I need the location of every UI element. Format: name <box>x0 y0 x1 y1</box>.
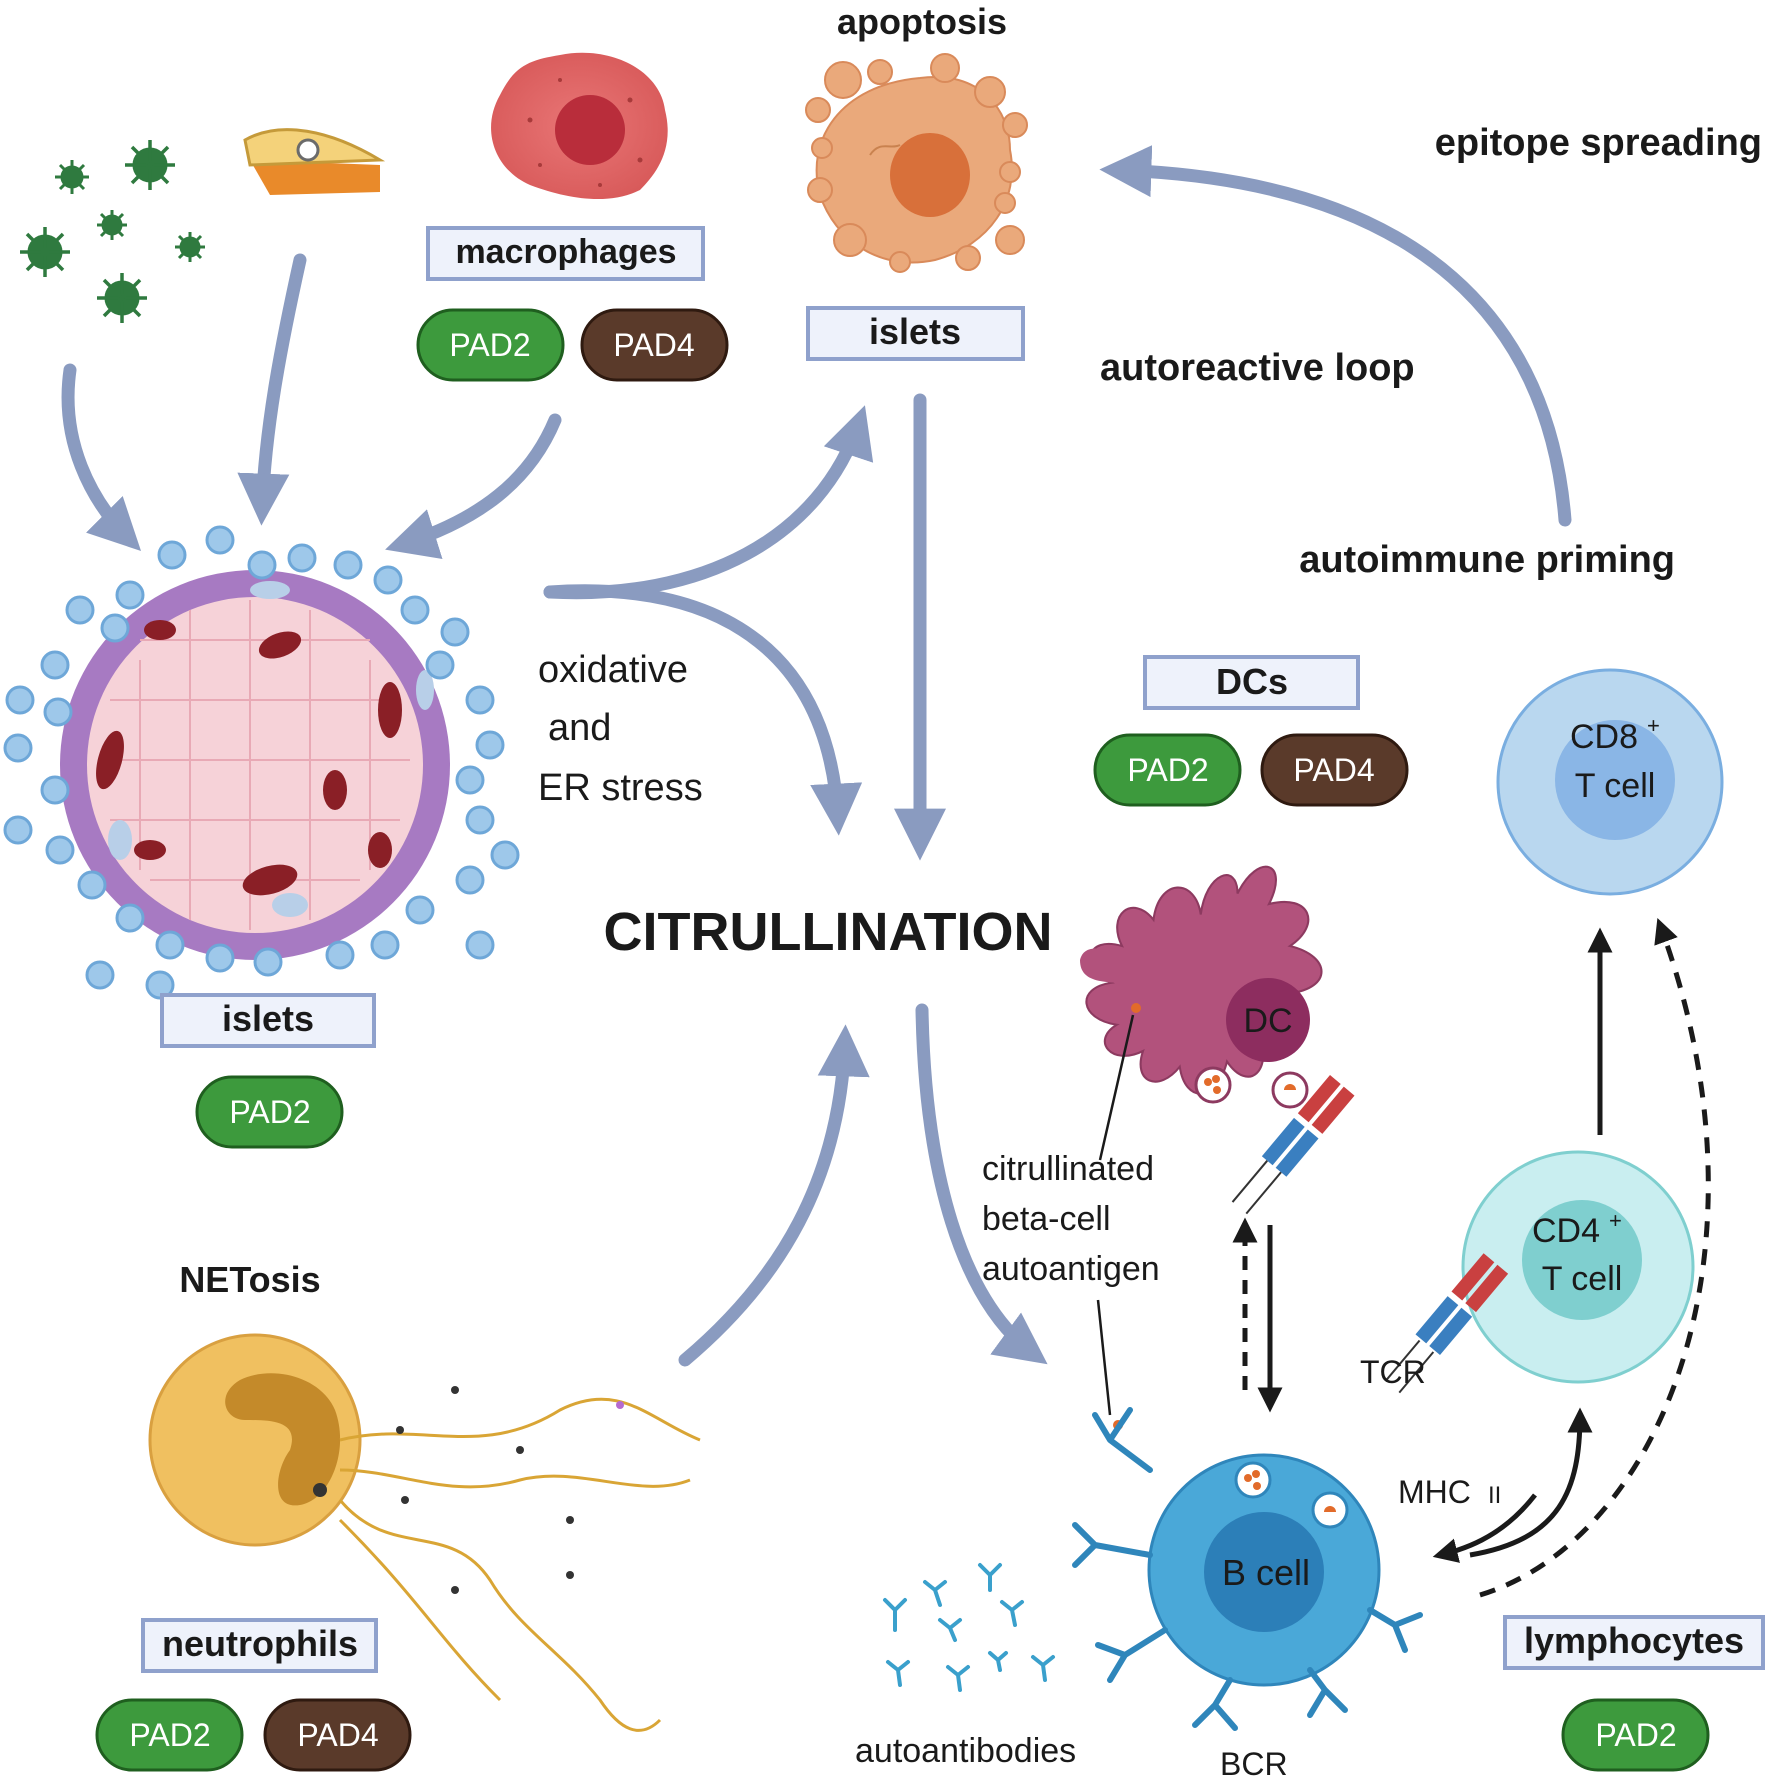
pad2-pill-lymphocytes: PAD2 <box>1561 1698 1710 1772</box>
arrow-split-to-citrullination <box>543 584 863 836</box>
pad2-pill-dcs: PAD2 <box>1093 733 1242 807</box>
macrophages-label: macrophages <box>455 233 676 271</box>
pad2-pill-neutrophils: PAD2 <box>95 1698 244 1772</box>
islets-left-box: islets <box>160 993 376 1048</box>
dc-label: DC <box>1243 1002 1292 1040</box>
arrow-citrullination-to-bcell <box>915 1003 1048 1365</box>
b-cell-icon <box>1113 1420 1381 1687</box>
cd4-sup-label: + <box>1609 1208 1622 1233</box>
dendritic-cell-icon <box>1080 865 1323 1109</box>
pad2-pill-islets: PAD2 <box>195 1075 344 1149</box>
apoptotic-cell-icon <box>805 53 1028 273</box>
epitope-spreading-label: epitope spreading <box>1435 122 1762 164</box>
arrow-macrophages-to-islets <box>385 413 562 559</box>
cd4-label-line1: CD4 <box>1532 1212 1600 1250</box>
apoptosis-label: apoptosis <box>837 1 1007 42</box>
neutrophils-label: neutrophils <box>162 1623 358 1664</box>
interaction-arrows <box>1232 917 1711 1598</box>
arrow-viruses-to-islets <box>61 363 142 552</box>
antibody-icon <box>883 1563 1055 1692</box>
svg-text:PAD2: PAD2 <box>1595 1717 1676 1753</box>
neutrophil-icon <box>148 1333 701 1732</box>
stress-label-line3: ER stress <box>538 767 703 809</box>
cd8-label-line2: T cell <box>1575 767 1656 805</box>
cd4-t-cell-icon <box>1461 1150 1695 1384</box>
svg-text:PAD4: PAD4 <box>613 327 694 363</box>
macrophages-box: macrophages <box>426 226 705 281</box>
b-cell-label: B cell <box>1222 1552 1310 1593</box>
svg-text:PAD2: PAD2 <box>129 1717 210 1753</box>
stress-label-line1: oxidative <box>538 649 688 691</box>
mhc-sub-label: II <box>1488 1482 1501 1509</box>
autoantigen-label-line2: beta-cell <box>982 1200 1111 1238</box>
islets-top-label: islets <box>869 311 961 352</box>
svg-text:PAD2: PAD2 <box>229 1094 310 1130</box>
islet-icon <box>3 525 520 1000</box>
islets-top-box: islets <box>806 306 1025 361</box>
netosis-label: NETosis <box>179 1259 320 1300</box>
pad4-pill-dcs: PAD4 <box>1260 733 1409 807</box>
antibody-icon <box>1072 1407 1423 1731</box>
autoantigen-label-line3: autoantigen <box>982 1250 1160 1288</box>
dcs-label: DCs <box>1216 661 1288 702</box>
bcr-label: BCR <box>1220 1746 1288 1781</box>
islets-left-label: islets <box>222 998 314 1039</box>
cd4-label-line2: T cell <box>1542 1260 1623 1298</box>
autoantigen-pointer-lines <box>1096 1014 1135 1416</box>
tcr-label: TCR <box>1360 1354 1426 1390</box>
pad4-pill-neutrophils: PAD4 <box>263 1698 412 1772</box>
lymphocytes-label: lymphocytes <box>1524 1620 1744 1661</box>
flow-arrows <box>61 145 1572 1367</box>
autoantigen-label-line1: citrullinated <box>982 1150 1154 1188</box>
stress-label-line2: and <box>548 707 611 749</box>
lymphocytes-box: lymphocytes <box>1503 1615 1765 1670</box>
arrow-split-to-islets-top <box>543 405 874 600</box>
neutrophils-box: neutrophils <box>141 1618 378 1673</box>
food-icon <box>243 128 386 195</box>
arrow-food-to-islets <box>237 253 307 526</box>
arrow-neutrophils-to-citrullination <box>678 1024 870 1367</box>
cd8-label-line1: CD8 <box>1570 718 1638 756</box>
svg-text:PAD2: PAD2 <box>1127 752 1208 788</box>
macrophage-cell-icon <box>491 52 668 200</box>
autoantibodies-label: autoantibodies <box>855 1732 1076 1770</box>
cd8-sup-label: + <box>1647 713 1660 738</box>
svg-text:PAD4: PAD4 <box>297 1717 378 1753</box>
autoimmune-priming-label: autoimmune priming <box>1299 539 1675 581</box>
mhc-label: MHC <box>1398 1474 1471 1510</box>
dcs-box: DCs <box>1143 655 1360 710</box>
autoreactive-loop-label: autoreactive loop <box>1100 347 1415 389</box>
pad4-pill-macrophages: PAD4 <box>580 308 729 382</box>
svg-text:PAD2: PAD2 <box>449 327 530 363</box>
citrullination-label: CITRULLINATION <box>604 902 1053 962</box>
cd8-t-cell-icon <box>1496 668 1724 896</box>
virus-icon <box>20 140 205 323</box>
mhc-tcr-complex <box>1231 1075 1509 1394</box>
svg-text:PAD4: PAD4 <box>1293 752 1374 788</box>
pad2-pill-macrophages: PAD2 <box>416 308 565 382</box>
arrow-epitope-spreading <box>1099 145 1572 527</box>
